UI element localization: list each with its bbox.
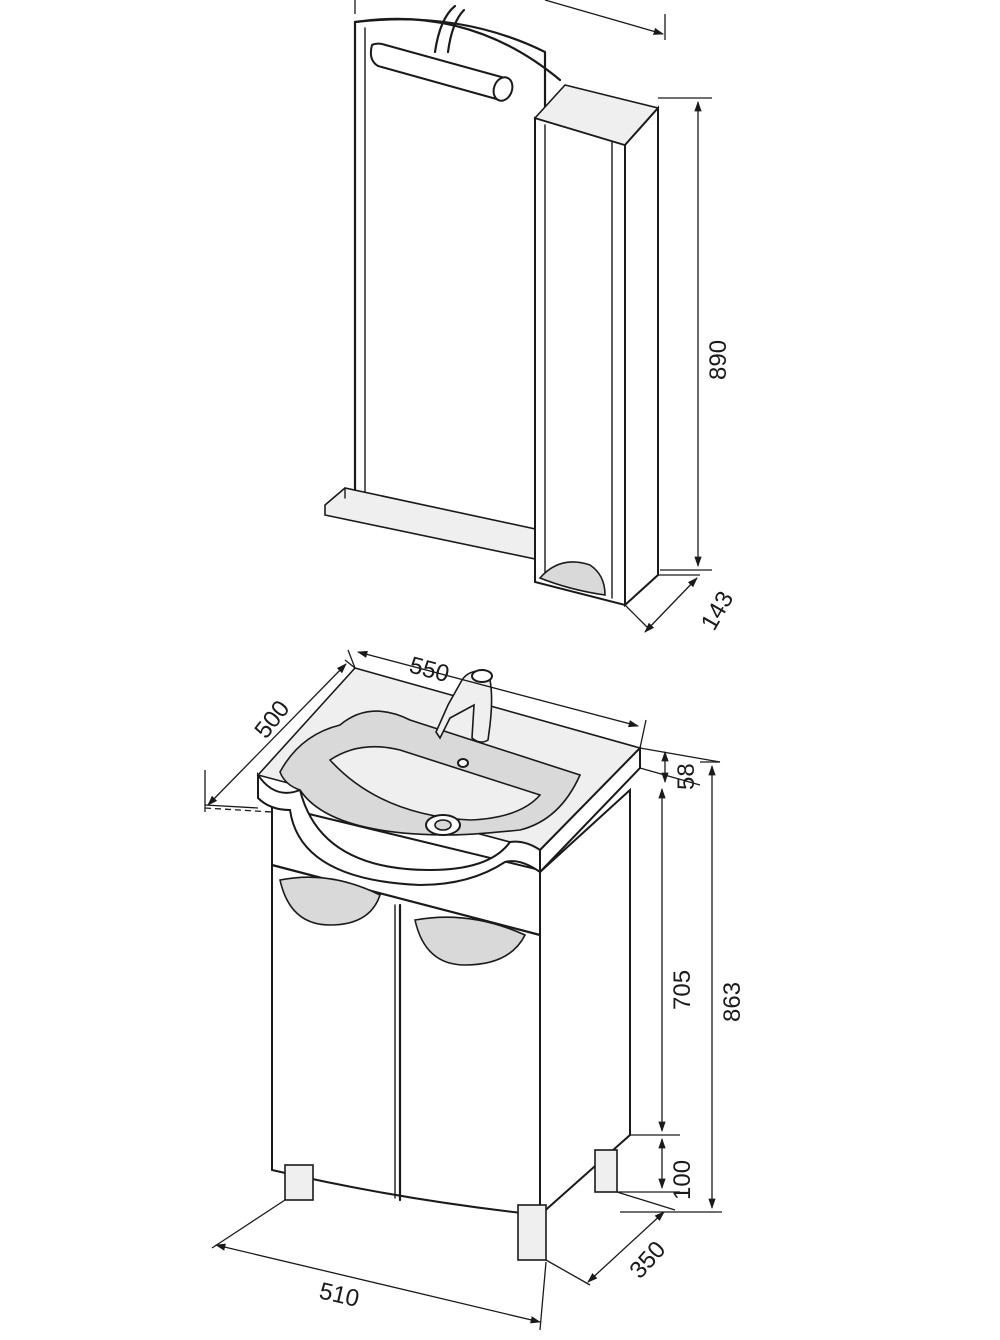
basin-width-label: 550 bbox=[406, 652, 452, 688]
cabinet-front bbox=[271, 803, 541, 1217]
total-height-label: 863 bbox=[719, 982, 746, 1022]
lamp-tube bbox=[369, 42, 509, 102]
mirror-cabinet bbox=[324, 4, 660, 608]
mirror-top-arc bbox=[353, 17, 562, 82]
mirror-depth-label: 143 bbox=[696, 587, 739, 635]
side-cabinet-handle bbox=[538, 561, 606, 596]
basin-depth-label: 500 bbox=[249, 696, 295, 744]
cabinet-width-dimension: 510 bbox=[211, 1199, 547, 1331]
vanity-cabinet bbox=[256, 667, 642, 1261]
cabinet-depth-label: 350 bbox=[624, 1236, 671, 1284]
leg-front-right bbox=[517, 1204, 547, 1261]
leg-back-right bbox=[594, 1149, 618, 1193]
cabinet-width-label: 510 bbox=[317, 1278, 362, 1313]
total-height-dimension: 863 bbox=[620, 761, 746, 1213]
leg-front-left bbox=[284, 1164, 314, 1201]
leg-height-label: 100 bbox=[669, 1160, 696, 1200]
mirror-top-dimension bbox=[354, 0, 666, 40]
mirror-panel bbox=[353, 18, 547, 557]
overflow-hole bbox=[457, 758, 469, 768]
mirror-shelf bbox=[324, 487, 541, 561]
mirror-height-label: 890 bbox=[705, 340, 732, 380]
basin-thickness-label: 58 bbox=[673, 763, 700, 790]
left-door-handle bbox=[279, 876, 381, 926]
cabinet-height-label: 705 bbox=[669, 970, 696, 1010]
mirror-height-dimension: 890 bbox=[658, 97, 732, 571]
faucet-lever bbox=[471, 669, 493, 683]
lamp-arm bbox=[433, 4, 466, 54]
cabinet-height-dimension: 705 bbox=[630, 787, 696, 1136]
side-cabinet-side bbox=[624, 105, 659, 608]
right-door-handle bbox=[414, 916, 527, 966]
basin-thickness-dimension: 58 bbox=[639, 747, 721, 790]
cabinet-depth-dimension: 350 bbox=[545, 1191, 676, 1286]
leg-height-dimension: 100 bbox=[617, 1137, 696, 1200]
